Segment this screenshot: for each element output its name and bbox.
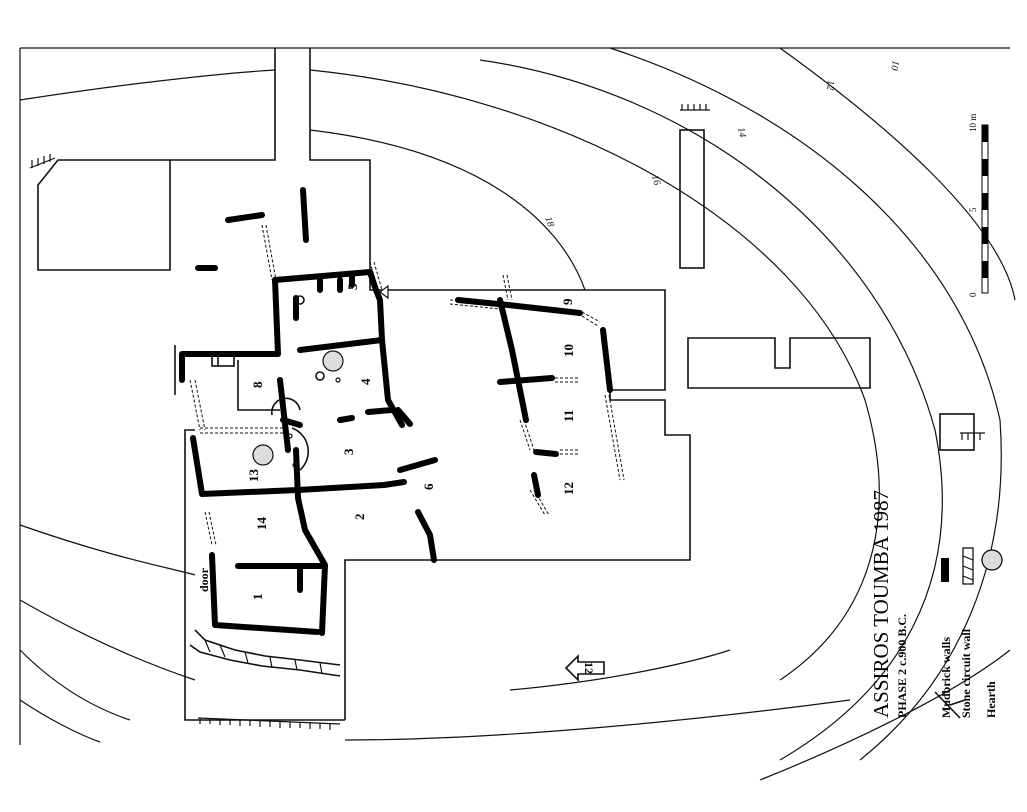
contour-18: 18 [542, 215, 556, 228]
room-2: 2 [352, 514, 367, 521]
room-11: 11 [561, 410, 576, 422]
baulk-hatches [29, 104, 985, 730]
room-8: 8 [250, 381, 265, 388]
robbed-wall-lines [189, 224, 625, 546]
hearths [252, 350, 344, 466]
legend: Mudbrick walls Stone circuit wall Hearth [934, 547, 1003, 719]
map-title: ASSIROS TOUMBA 1987 [869, 490, 893, 718]
scale-end: 10 m [968, 114, 978, 132]
room-10: 10 [561, 344, 576, 357]
legend-stone-label: Stone circuit wall [959, 628, 973, 718]
room-13: 13 [246, 469, 261, 483]
mudbrick-walls [179, 187, 613, 636]
room-5: 5 [345, 283, 360, 290]
room-3: 3 [341, 448, 356, 455]
excavation-outline [37, 48, 691, 721]
contour-12: 12 [824, 80, 836, 91]
north-arrow-icon [564, 654, 605, 682]
room-14: 14 [254, 517, 269, 531]
contour-lines [19, 47, 1016, 781]
scale-bar: 0 5 10 m [968, 114, 989, 297]
stone-circuit-wall [189, 629, 341, 677]
title-block: ASSIROS TOUMBA 1987 PHASE 2 c.900 B.C. [869, 490, 909, 718]
room-9: 9 [560, 298, 575, 305]
room-4: 4 [358, 378, 373, 385]
room-12: 12 [561, 482, 576, 495]
scale-mid: 5 [968, 207, 978, 212]
legend-hearth-swatch [981, 549, 1003, 571]
scale-start: 0 [968, 292, 978, 297]
contour-labels: 10 12 14 16 18 [542, 59, 901, 228]
door-label: door [197, 567, 211, 592]
contour-14: 14 [735, 127, 748, 139]
features [287, 295, 341, 468]
legend-mudbrick-label: Mudbrick walls [939, 637, 953, 718]
north-arrow-label: 12 [582, 662, 596, 674]
contour-10: 10 [888, 59, 901, 71]
room-7: 7 [396, 413, 411, 420]
contour-16: 16 [649, 174, 662, 187]
map-subtitle: PHASE 2 c.900 B.C. [895, 614, 909, 718]
legend-mudbrick-swatch [941, 558, 949, 582]
north-arrow: 12 [564, 654, 605, 682]
room-6: 6 [421, 483, 436, 490]
curved-walls [211, 353, 310, 471]
room-numbers: 1 2 3 4 5 6 7 8 9 10 11 12 13 14 door [197, 283, 576, 600]
outer-trenches [679, 129, 975, 451]
legend-hearth-label: Hearth [984, 681, 998, 718]
room-1: 1 [250, 594, 265, 601]
hearth-room-4 [322, 350, 344, 372]
frame-lines [19, 47, 1010, 745]
hearth-room-13 [252, 444, 274, 466]
entrance-arrow-icon [379, 284, 389, 300]
